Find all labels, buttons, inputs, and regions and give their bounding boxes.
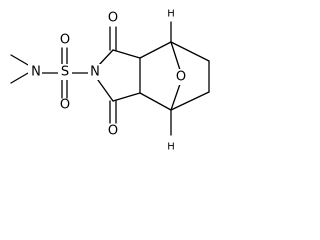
bond-o-bridge-bottom xyxy=(170,83,181,111)
bonds xyxy=(10,21,210,136)
bond-n-c-lower xyxy=(97,79,114,102)
atom-nitrogen-imide: N xyxy=(90,65,100,80)
atom-oxygen-sulfonyl-bottom: O xyxy=(60,98,70,113)
atom-sulfur: S xyxy=(61,65,69,80)
atom-nitrogen-dimethylamino: N xyxy=(31,65,41,80)
bond-cb-bridgehead-bottom xyxy=(139,92,172,111)
chemical-structure: N S O O N O O O H H xyxy=(10,9,210,153)
atom-labels: N S O O N O O O H H xyxy=(28,9,188,153)
bond-top-o-bridge xyxy=(170,41,181,71)
atom-hydrogen-top: H xyxy=(167,9,175,20)
bond-ch2-bottom xyxy=(170,91,210,111)
atom-oxygen-bridge: O xyxy=(176,70,186,85)
bond-ca-bridgehead-top xyxy=(139,41,172,59)
bond-c-lower-cb xyxy=(112,92,141,102)
atom-hydrogen-bottom: H xyxy=(167,142,175,153)
atom-oxygen-sulfonyl-top: O xyxy=(60,33,70,48)
bond-n-c-upper xyxy=(97,49,114,67)
bond-top-ch2 xyxy=(170,41,210,62)
atom-oxygen-carbonyl-bottom: O xyxy=(108,124,118,139)
bond-c-upper-ca xyxy=(112,49,141,59)
atom-oxygen-carbonyl-top: O xyxy=(108,11,118,26)
